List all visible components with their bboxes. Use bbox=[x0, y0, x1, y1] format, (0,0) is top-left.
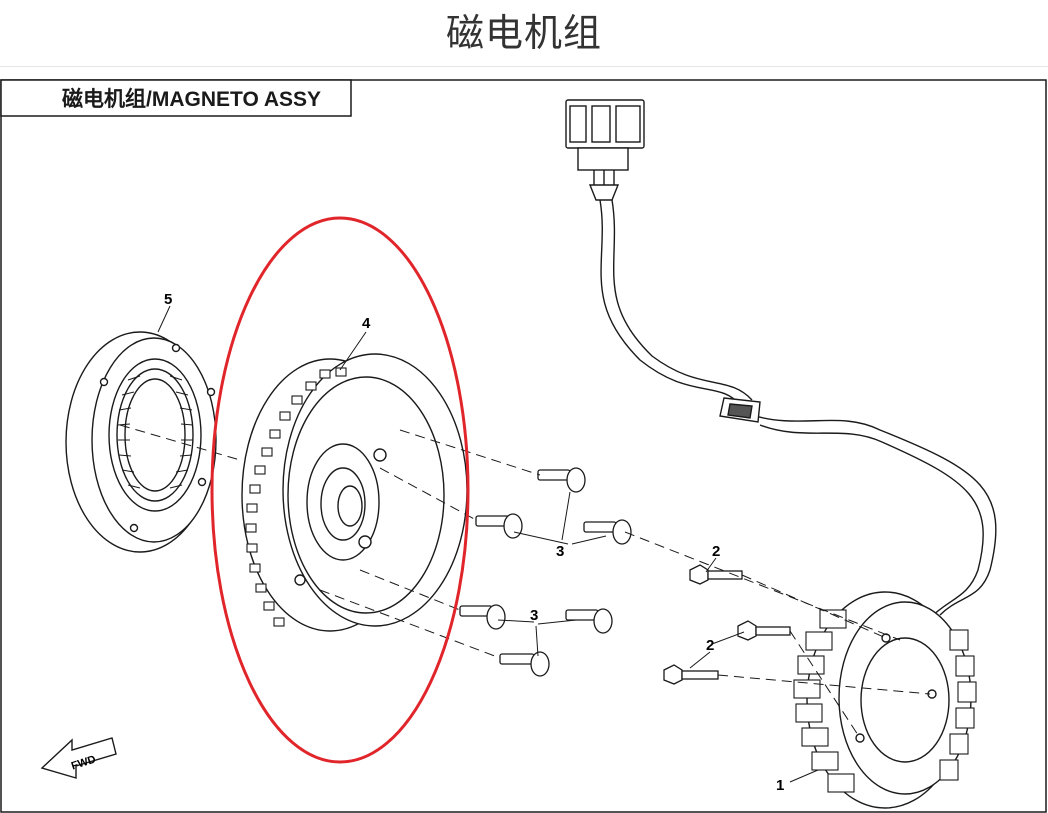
callout-1: 1 bbox=[776, 777, 784, 794]
callout-2-upper: 2 bbox=[712, 543, 720, 560]
alignment-lines bbox=[119, 424, 931, 739]
starter-clutch bbox=[65, 331, 217, 553]
screw-set-upper bbox=[475, 467, 632, 545]
stator-cable bbox=[599, 199, 997, 619]
page-title: 磁电机组 bbox=[445, 11, 602, 55]
stator bbox=[806, 591, 972, 809]
fwd-arrow: FWD bbox=[40, 737, 117, 779]
flywheel-reluctor-teeth bbox=[245, 367, 347, 627]
caption-text: 磁电机组/MAGNETO ASSY bbox=[62, 87, 321, 111]
diagram: 磁电机组/MAGNETO ASSY bbox=[0, 70, 1048, 813]
stator-poles bbox=[793, 609, 977, 793]
clutch-rollers bbox=[117, 375, 194, 489]
drawing-frame bbox=[0, 79, 1047, 813]
callout-3-upper: 3 bbox=[556, 543, 564, 560]
highlight-ellipse bbox=[210, 216, 470, 764]
wire-connector bbox=[565, 99, 645, 201]
stator-bolts bbox=[663, 564, 791, 685]
caption-box: 磁电机组/MAGNETO ASSY bbox=[0, 79, 352, 117]
flywheel bbox=[241, 353, 468, 632]
callout-5: 5 bbox=[164, 291, 172, 308]
callout-2-lower: 2 bbox=[706, 637, 714, 654]
title-divider bbox=[0, 66, 1048, 67]
magneto-assy-drawing: 磁电机组/MAGNETO ASSY bbox=[0, 79, 1047, 813]
screw-set-lower bbox=[459, 604, 613, 677]
callout-4: 4 bbox=[362, 315, 371, 332]
leader-lines bbox=[157, 305, 819, 783]
callout-3-lower: 3 bbox=[530, 607, 538, 624]
